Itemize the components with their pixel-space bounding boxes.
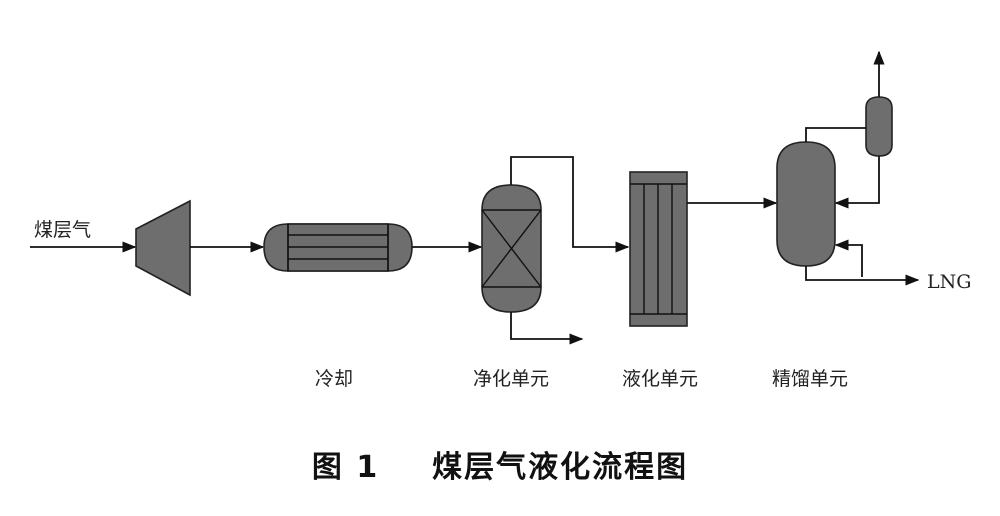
purification-label: 净化单元 [473,368,549,390]
line-to-liquefaction [510,156,630,253]
lng-product-line [805,266,920,286]
feed-label: 煤层气 [34,219,91,241]
lng-label: LNG [927,271,971,293]
purification-column [481,184,542,313]
liquefaction-unit [629,171,688,327]
liquefaction-label: 液化单元 [622,368,698,390]
column-overhead-line [805,127,866,142]
figure-title: 煤层气液化流程图 [432,450,689,485]
figure-caption: 图 1 煤层气液化流程图 [0,442,1000,486]
compressor [135,199,191,297]
cooling-label: 冷却 [315,368,353,390]
figure-number: 图 1 [311,450,380,485]
distillation-label: 精馏单元 [772,368,848,390]
reflux-return-line [834,156,880,209]
reflux-drum [865,96,893,157]
distillation-column [776,141,836,267]
purification-bottom-outlet [510,312,584,345]
cooler-heat-exchanger [263,223,413,272]
reboiler-return-line [834,239,863,277]
